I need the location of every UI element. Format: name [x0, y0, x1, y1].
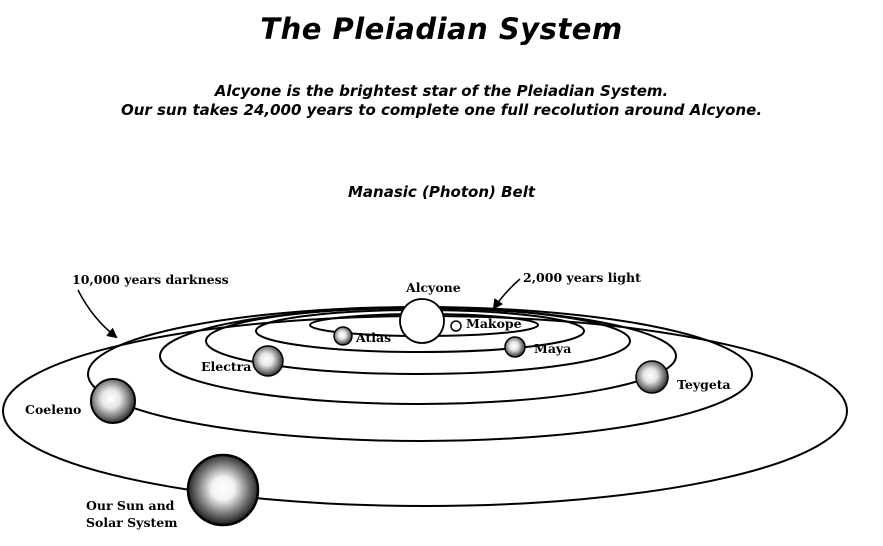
subtitle-line-1: Alcyone is the brightest star of the Ple…: [214, 82, 669, 100]
alcyone-label: Alcyone: [405, 280, 461, 295]
maya-star: [504, 336, 526, 358]
darkness-arrow: [77, 289, 118, 339]
page-title: The Pleiadian System: [260, 12, 623, 46]
light-label: 2,000 years light: [523, 270, 641, 285]
makope-label: Makope: [466, 316, 522, 331]
electra-label: Electra: [201, 359, 251, 374]
makope-star: [450, 320, 462, 332]
belt-label: Manasic (Photon) Belt: [347, 183, 536, 201]
coeleno-label: Coeleno: [25, 402, 81, 417]
atlas-label: Atlas: [355, 330, 391, 345]
teygeta-star: [635, 360, 669, 394]
darkness-label: 10,000 years darkness: [72, 272, 229, 287]
subtitle-line-2: Our sun takes 24,000 years to complete o…: [120, 101, 763, 119]
teygeta-label: Teygeta: [677, 377, 731, 392]
atlas-star: [333, 326, 353, 346]
maya-label: Maya: [534, 341, 571, 356]
alcyone-star: [399, 298, 445, 344]
our-sun-label-line-1: Our Sun and: [86, 498, 175, 513]
light-arrow: [492, 278, 521, 310]
our-sun-star: [186, 453, 260, 527]
our-sun-label-line-2: Solar System: [86, 515, 177, 530]
coeleno-star: [90, 378, 136, 424]
electra-star: [252, 345, 284, 377]
